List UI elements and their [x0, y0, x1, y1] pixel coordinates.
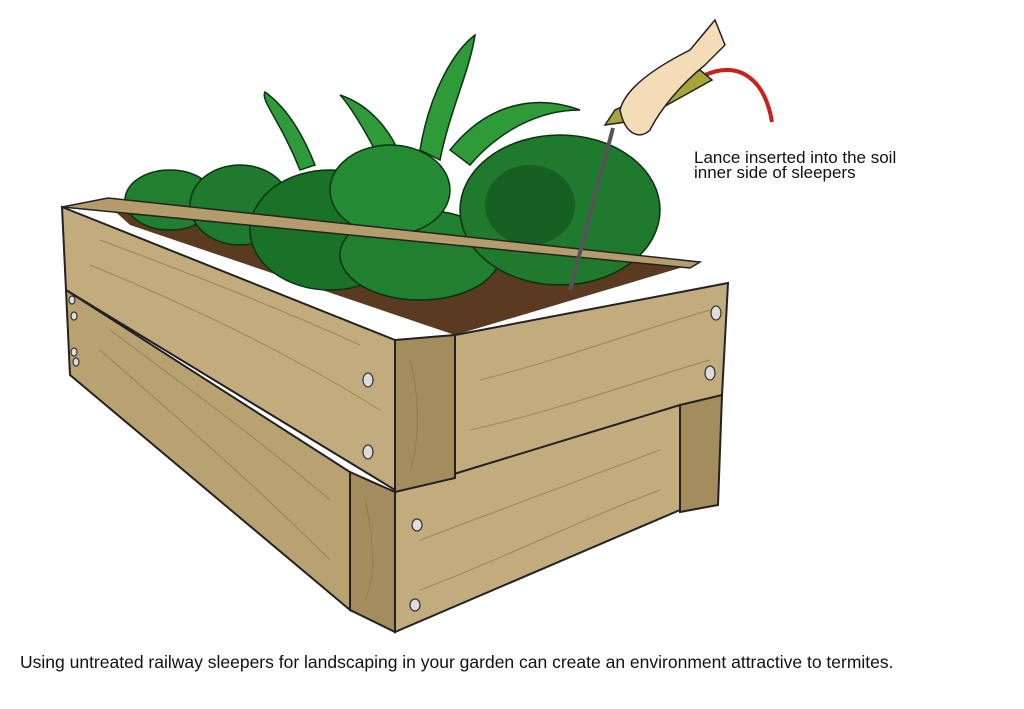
hand — [619, 18, 726, 136]
lance — [568, 127, 615, 291]
annotation-line-1: Lance inserted into the soil — [694, 148, 897, 167]
caption: Using untreated railway sleepers for lan… — [20, 652, 894, 672]
corner-post-upper — [394, 333, 456, 494]
right-end-post — [679, 393, 724, 514]
wood-grain — [89, 239, 711, 601]
annotation-line-2: inner side of sleepers — [694, 163, 856, 182]
hose — [704, 68, 774, 123]
lance-annotation: Lance inserted into the soil inner side … — [694, 148, 897, 182]
bolts — [68, 295, 722, 612]
back-sleeper — [61, 197, 703, 269]
